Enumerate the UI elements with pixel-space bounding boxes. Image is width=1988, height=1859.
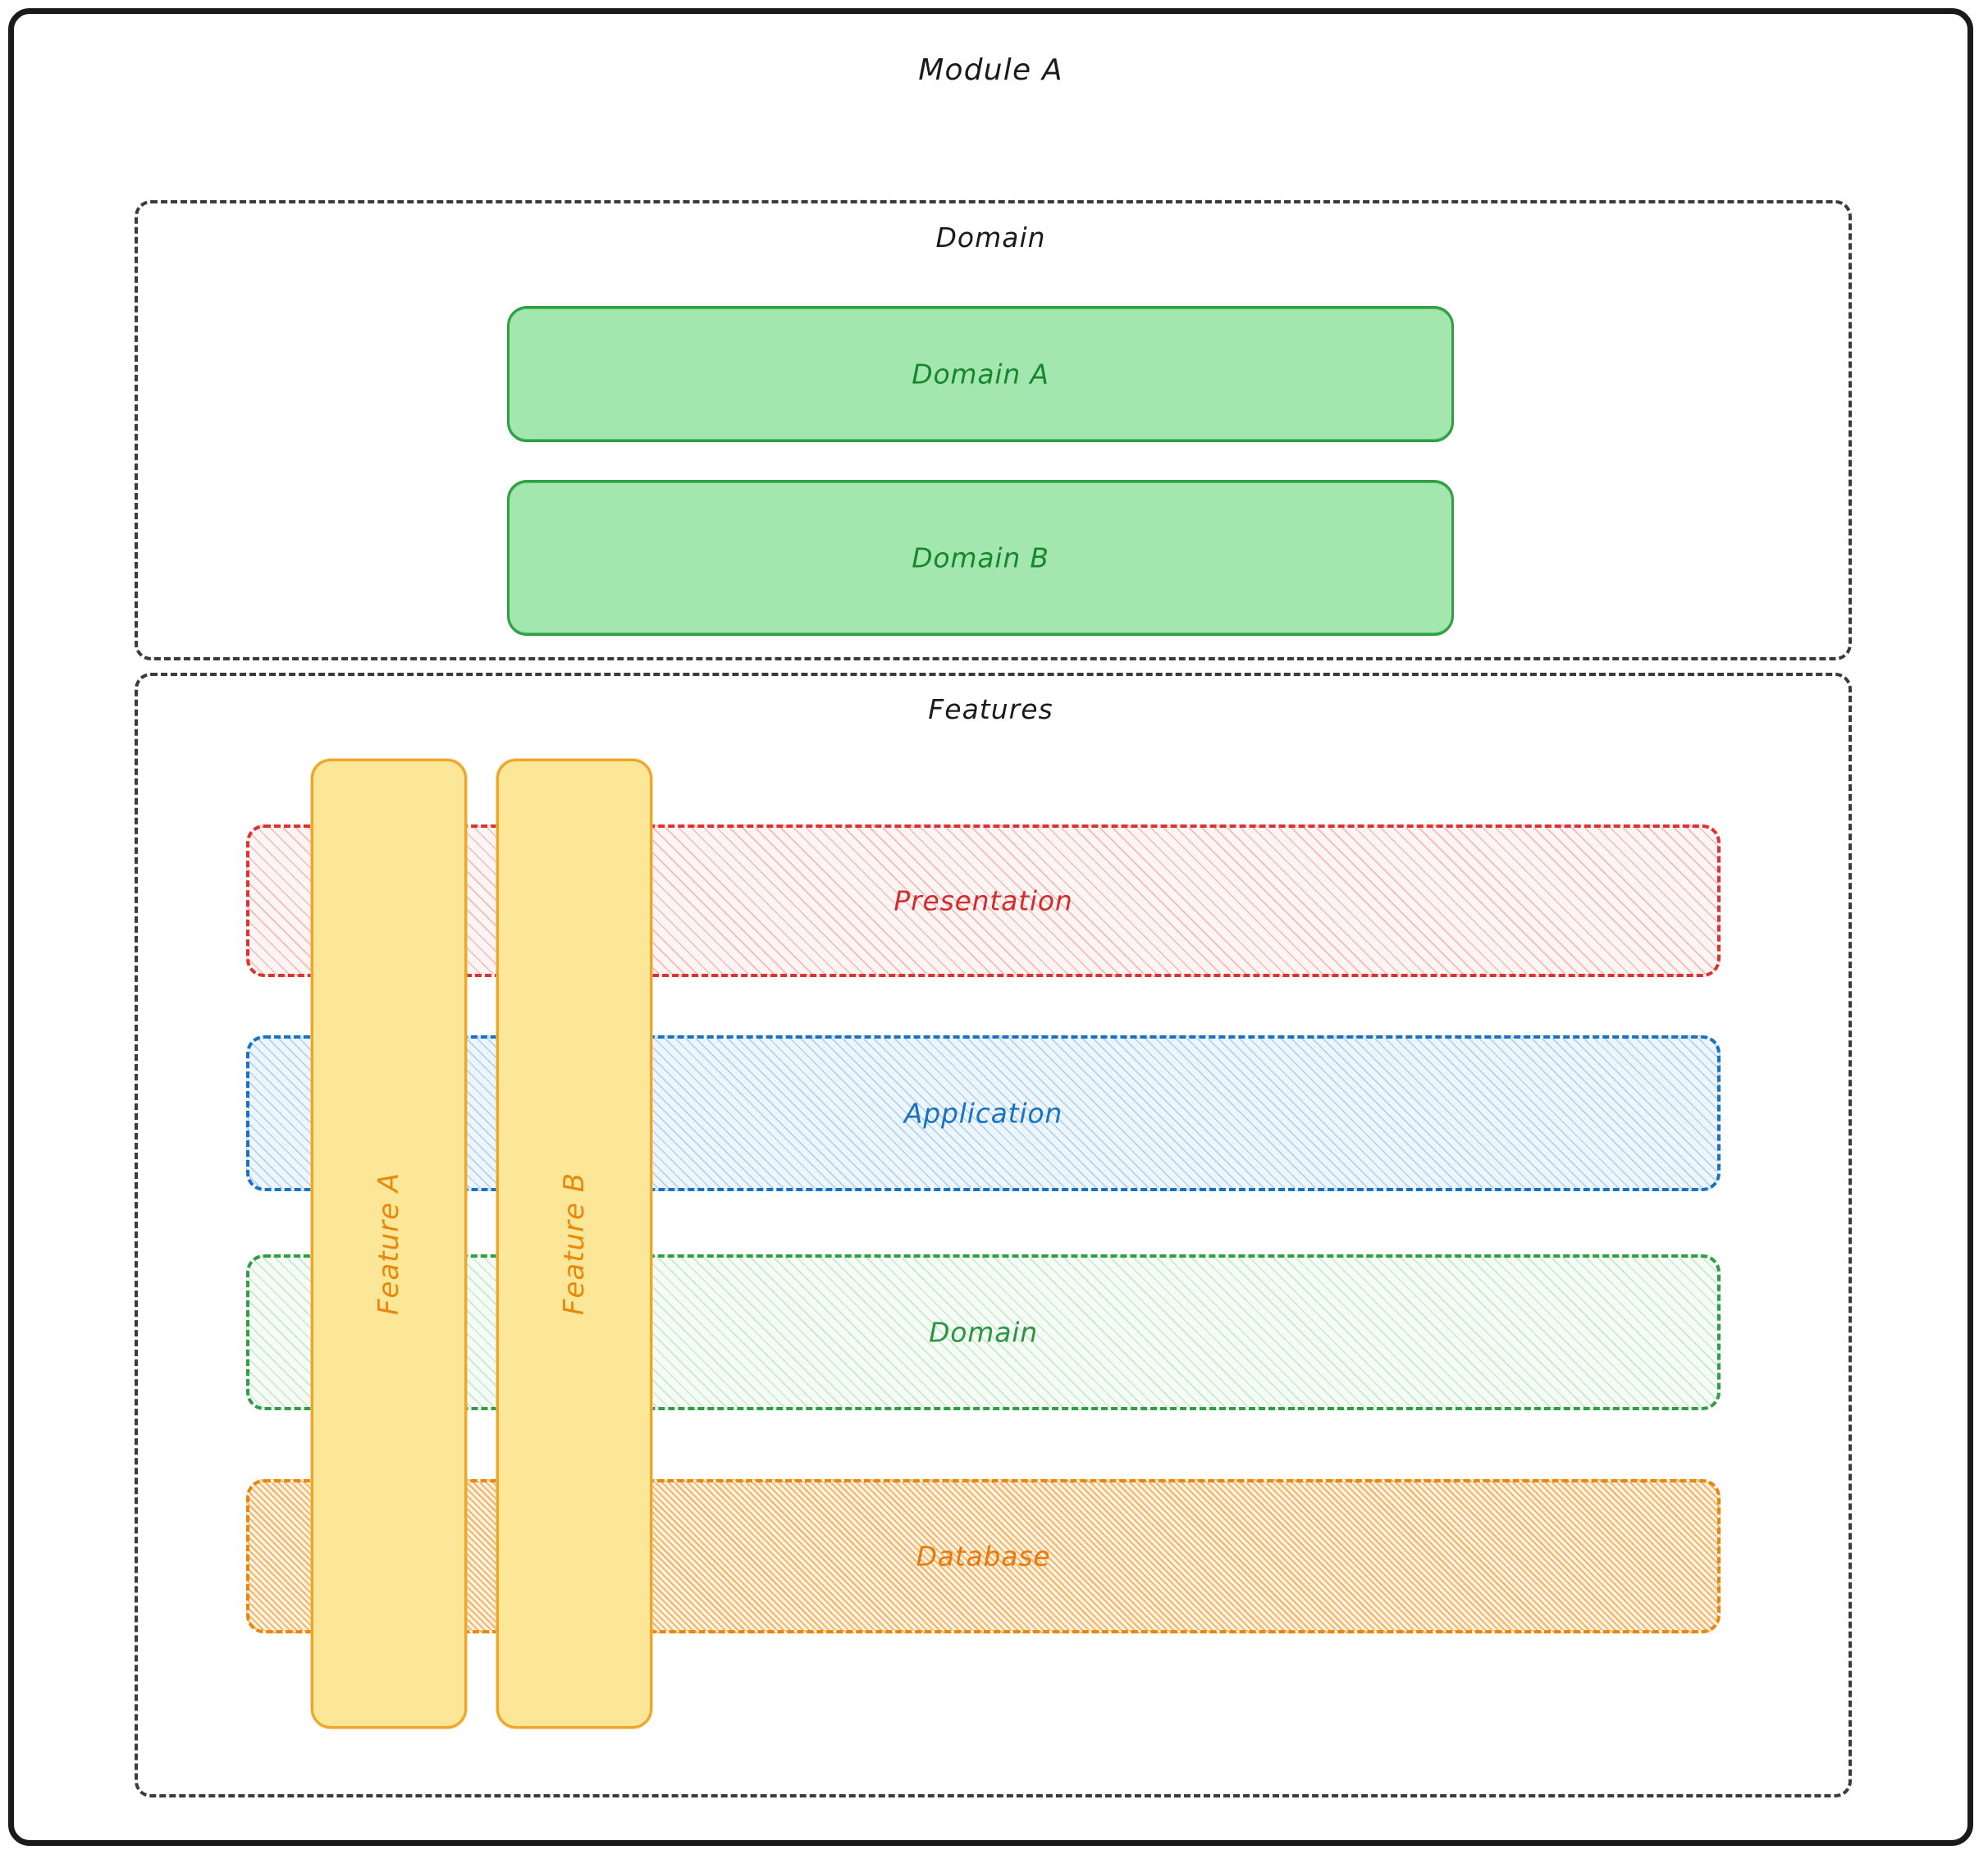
group-features: [135, 673, 1852, 1797]
feature-column-a[interactable]: Feature A: [311, 759, 467, 1729]
domain-box-b[interactable]: Domain B: [507, 480, 1454, 636]
group-features-title: Features: [928, 693, 1053, 725]
feature-column-a-label: Feature A: [372, 1172, 405, 1316]
domain-box-a[interactable]: Domain A: [507, 306, 1454, 442]
domain-box-b-label: Domain B: [912, 541, 1049, 574]
layer-band-application-label: Application: [903, 1097, 1063, 1130]
layer-band-presentation[interactable]: Presentation: [246, 824, 1721, 977]
layer-band-domain[interactable]: Domain: [246, 1254, 1721, 1410]
layer-band-application[interactable]: Application: [246, 1035, 1721, 1191]
module-title: Module A: [918, 53, 1063, 87]
layer-band-presentation-label: Presentation: [893, 884, 1073, 917]
layer-band-database-label: Database: [916, 1540, 1051, 1573]
feature-column-b[interactable]: Feature B: [496, 759, 652, 1729]
domain-box-a-label: Domain A: [912, 358, 1049, 391]
group-domain: [135, 200, 1852, 660]
group-domain-title: Domain: [935, 222, 1046, 254]
module-frame: Module A Domain Domain A Domain B Featur…: [8, 8, 1973, 1846]
layer-band-database[interactable]: Database: [246, 1479, 1721, 1633]
layer-band-domain-label: Domain: [929, 1316, 1038, 1349]
feature-column-b-label: Feature B: [558, 1172, 591, 1316]
